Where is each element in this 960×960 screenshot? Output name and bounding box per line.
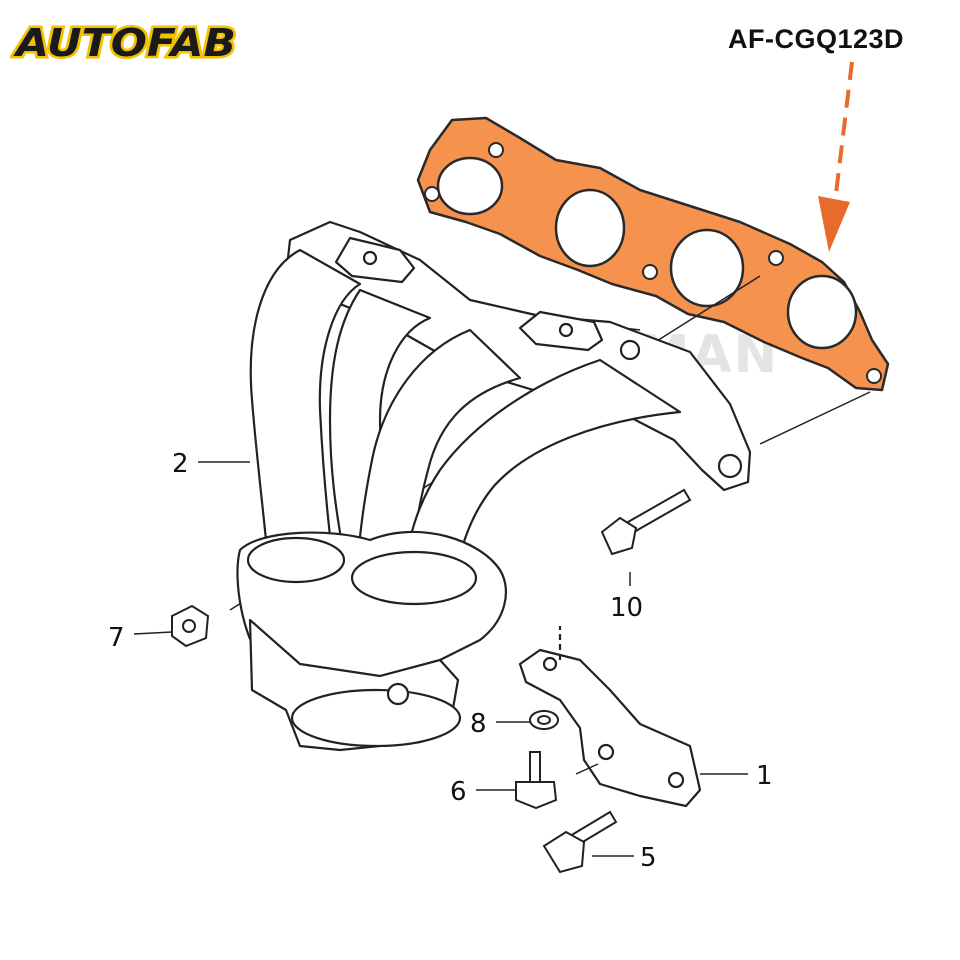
bolt-5 bbox=[542, 810, 618, 874]
callout-8: 8 bbox=[470, 709, 487, 739]
arrow-icon bbox=[818, 61, 854, 252]
callout-7: 7 bbox=[108, 623, 125, 653]
bolt-6 bbox=[515, 751, 558, 810]
washer-8 bbox=[529, 710, 559, 730]
callout-6: 6 bbox=[450, 777, 467, 807]
bracket-1 bbox=[518, 626, 702, 808]
callout-2: 2 bbox=[172, 449, 189, 479]
autofab-logo: AUTOFAB bbox=[10, 20, 238, 64]
part-number-label: AF-CGQ123D bbox=[728, 24, 905, 54]
callout-10: 10 bbox=[610, 593, 643, 623]
callout-1: 1 bbox=[756, 761, 773, 791]
callout-5: 5 bbox=[640, 843, 657, 873]
manifold-gasket bbox=[416, 116, 890, 392]
svg-text:AUTOFAB: AUTOFAB bbox=[13, 21, 236, 64]
leader-lines bbox=[133, 461, 748, 857]
nut-7 bbox=[171, 604, 210, 648]
exhaust-manifold bbox=[236, 220, 752, 752]
callout-labels: 2 7 10 8 6 5 1 bbox=[108, 449, 773, 873]
bolt-10 bbox=[600, 488, 692, 556]
